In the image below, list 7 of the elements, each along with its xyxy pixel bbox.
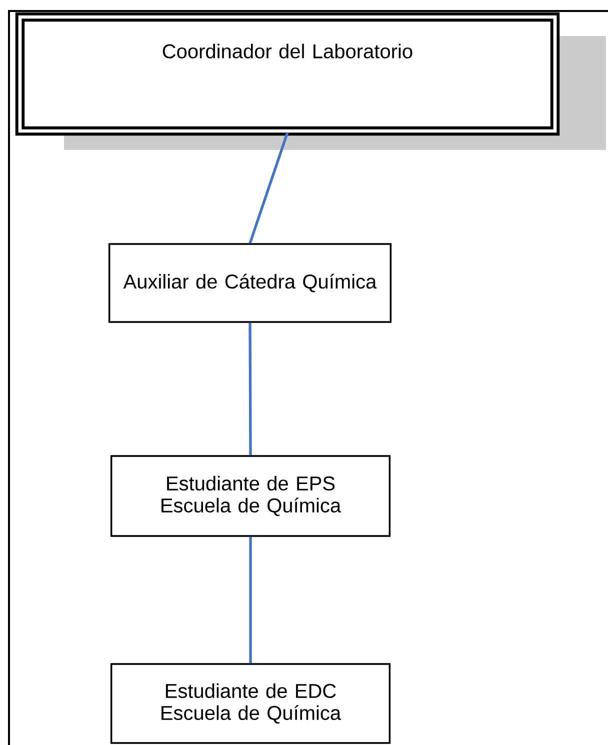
connector-line xyxy=(249,536,252,664)
org-chart-box: Estudiante de EPS Escuela de Química xyxy=(110,455,391,537)
connector-line xyxy=(248,322,252,456)
connector-line xyxy=(248,132,289,244)
org-chart-box: Auxiliar de Cátedra Química xyxy=(108,243,392,323)
org-chart-box: Estudiante de EDC Escuela de Química xyxy=(110,663,391,744)
org-chart-box: Coordinador del Laboratorio xyxy=(15,12,606,150)
